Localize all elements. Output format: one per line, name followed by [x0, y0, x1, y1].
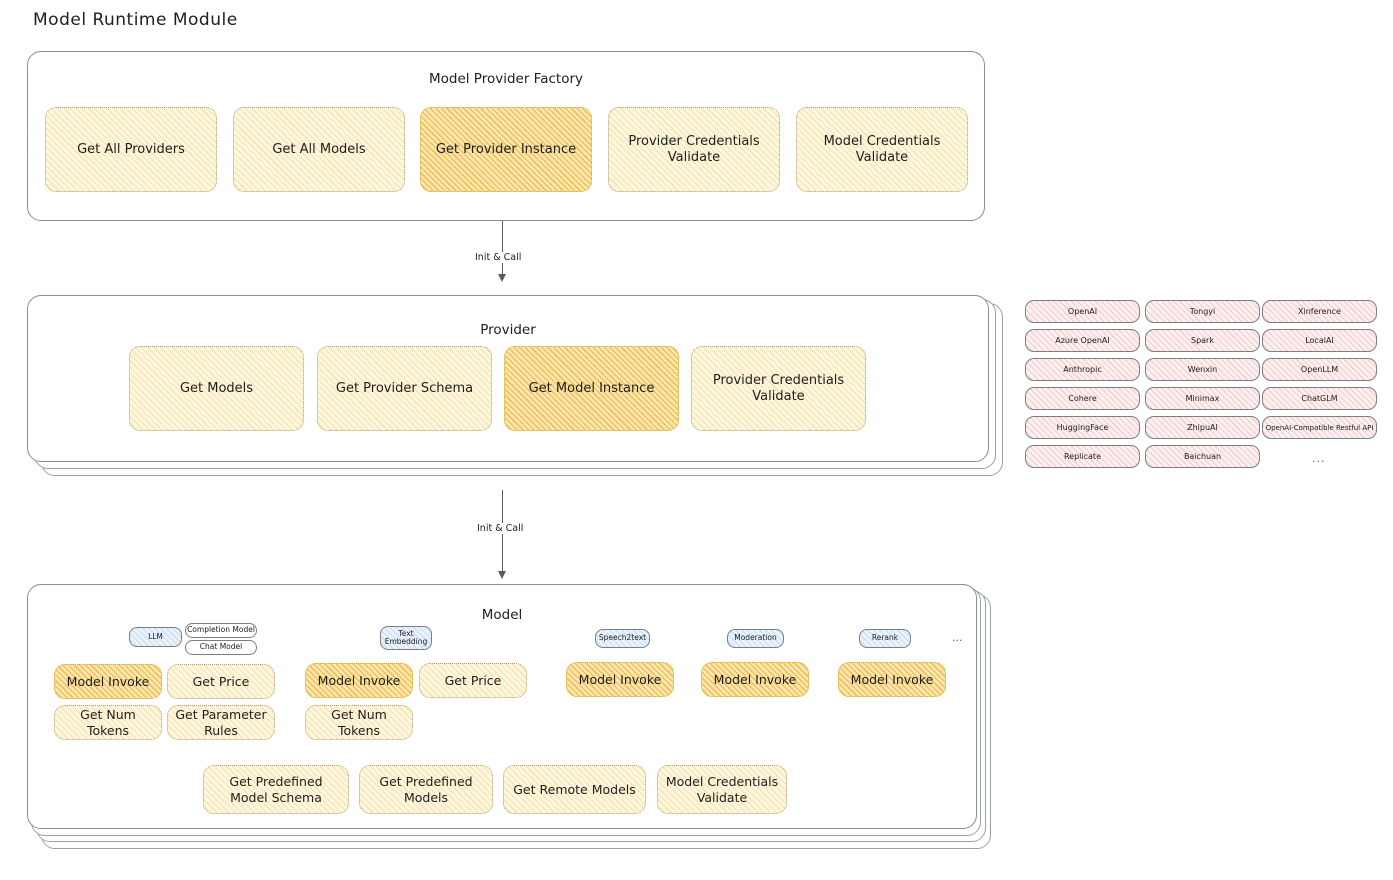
provider-chip-spark[interactable]: Spark [1145, 329, 1260, 352]
node-llm-model-invoke[interactable]: Model Invoke [54, 664, 162, 699]
node-get-model-instance[interactable]: Get Model Instance [504, 346, 679, 431]
node-get-all-models[interactable]: Get All Models [233, 107, 405, 192]
node-get-all-providers[interactable]: Get All Providers [45, 107, 217, 192]
node-get-predefined-models[interactable]: Get Predefined Models [359, 765, 493, 814]
node-llm-get-parameter-rules[interactable]: Get Parameter Rules [167, 705, 275, 740]
provider-list-more: ... [1312, 452, 1326, 465]
provider-chip-openai-compatible[interactable]: OpenAI-Compatible Restful API [1262, 416, 1377, 439]
provider-chip-tongyi[interactable]: Tongyi [1145, 300, 1260, 323]
node-provider-credentials-validate-2[interactable]: Provider Credentials Validate [691, 346, 866, 431]
node-model-credentials-validate-2[interactable]: Model Credentials Validate [657, 765, 787, 814]
model-types-more: ... [952, 631, 963, 644]
node-embedding-get-price[interactable]: Get Price [419, 663, 527, 698]
badge-chat-model[interactable]: Chat Model [185, 640, 257, 655]
badge-moderation[interactable]: Moderation [727, 629, 784, 648]
badge-rerank[interactable]: Rerank [859, 629, 911, 648]
node-speech2text-model-invoke[interactable]: Model Invoke [566, 662, 674, 697]
provider-chip-zhipuai[interactable]: ZhipuAI [1145, 416, 1260, 439]
panel-label-model: Model [481, 607, 523, 623]
provider-chip-baichuan[interactable]: Baichuan [1145, 445, 1260, 468]
badge-llm[interactable]: LLM [129, 627, 182, 647]
node-embedding-get-num-tokens[interactable]: Get Num Tokens [305, 705, 413, 740]
provider-chip-localai[interactable]: LocalAI [1262, 329, 1377, 352]
node-get-predefined-model-schema[interactable]: Get Predefined Model Schema [203, 765, 349, 814]
badge-text-embedding[interactable]: Text Embedding [380, 626, 432, 650]
arrow-provider-to-model-head [498, 571, 506, 579]
arrow-label-init-call-1: Init & Call [471, 252, 526, 263]
panel-label-provider: Provider [480, 322, 536, 338]
provider-chip-wenxin[interactable]: Wenxin [1145, 358, 1260, 381]
node-llm-get-price[interactable]: Get Price [167, 664, 275, 699]
node-model-credentials-validate[interactable]: Model Credentials Validate [796, 107, 968, 192]
node-get-models[interactable]: Get Models [129, 346, 304, 431]
provider-chip-minimax[interactable]: Minimax [1145, 387, 1260, 410]
node-get-remote-models[interactable]: Get Remote Models [503, 765, 646, 814]
node-provider-credentials-validate[interactable]: Provider Credentials Validate [608, 107, 780, 192]
provider-chip-azure-openai[interactable]: Azure OpenAI [1025, 329, 1140, 352]
provider-chip-openllm[interactable]: OpenLLM [1262, 358, 1377, 381]
panel-label-factory: Model Provider Factory [428, 71, 583, 87]
provider-chip-anthropic[interactable]: Anthropic [1025, 358, 1140, 381]
node-moderation-model-invoke[interactable]: Model Invoke [701, 662, 809, 697]
panel-model: Model [27, 584, 977, 829]
provider-chip-cohere[interactable]: Cohere [1025, 387, 1140, 410]
node-llm-get-num-tokens[interactable]: Get Num Tokens [54, 705, 162, 740]
node-embedding-model-invoke[interactable]: Model Invoke [305, 663, 413, 698]
provider-chip-huggingface[interactable]: HuggingFace [1025, 416, 1140, 439]
provider-chip-openai[interactable]: OpenAI [1025, 300, 1140, 323]
provider-chip-chatglm[interactable]: ChatGLM [1262, 387, 1377, 410]
node-rerank-model-invoke[interactable]: Model Invoke [838, 662, 946, 697]
arrow-factory-to-provider-line [502, 221, 504, 277]
provider-chip-replicate[interactable]: Replicate [1025, 445, 1140, 468]
page-title: Model Runtime Module [33, 10, 238, 30]
node-get-provider-schema[interactable]: Get Provider Schema [317, 346, 492, 431]
badge-speech2text[interactable]: Speech2text [595, 629, 650, 648]
badge-completion-model[interactable]: Completion Model [185, 623, 257, 638]
arrow-label-init-call-2: Init & Call [473, 523, 528, 534]
arrow-factory-to-provider-head [498, 274, 506, 282]
provider-chip-xinference[interactable]: Xinference [1262, 300, 1377, 323]
node-get-provider-instance[interactable]: Get Provider Instance [420, 107, 592, 192]
